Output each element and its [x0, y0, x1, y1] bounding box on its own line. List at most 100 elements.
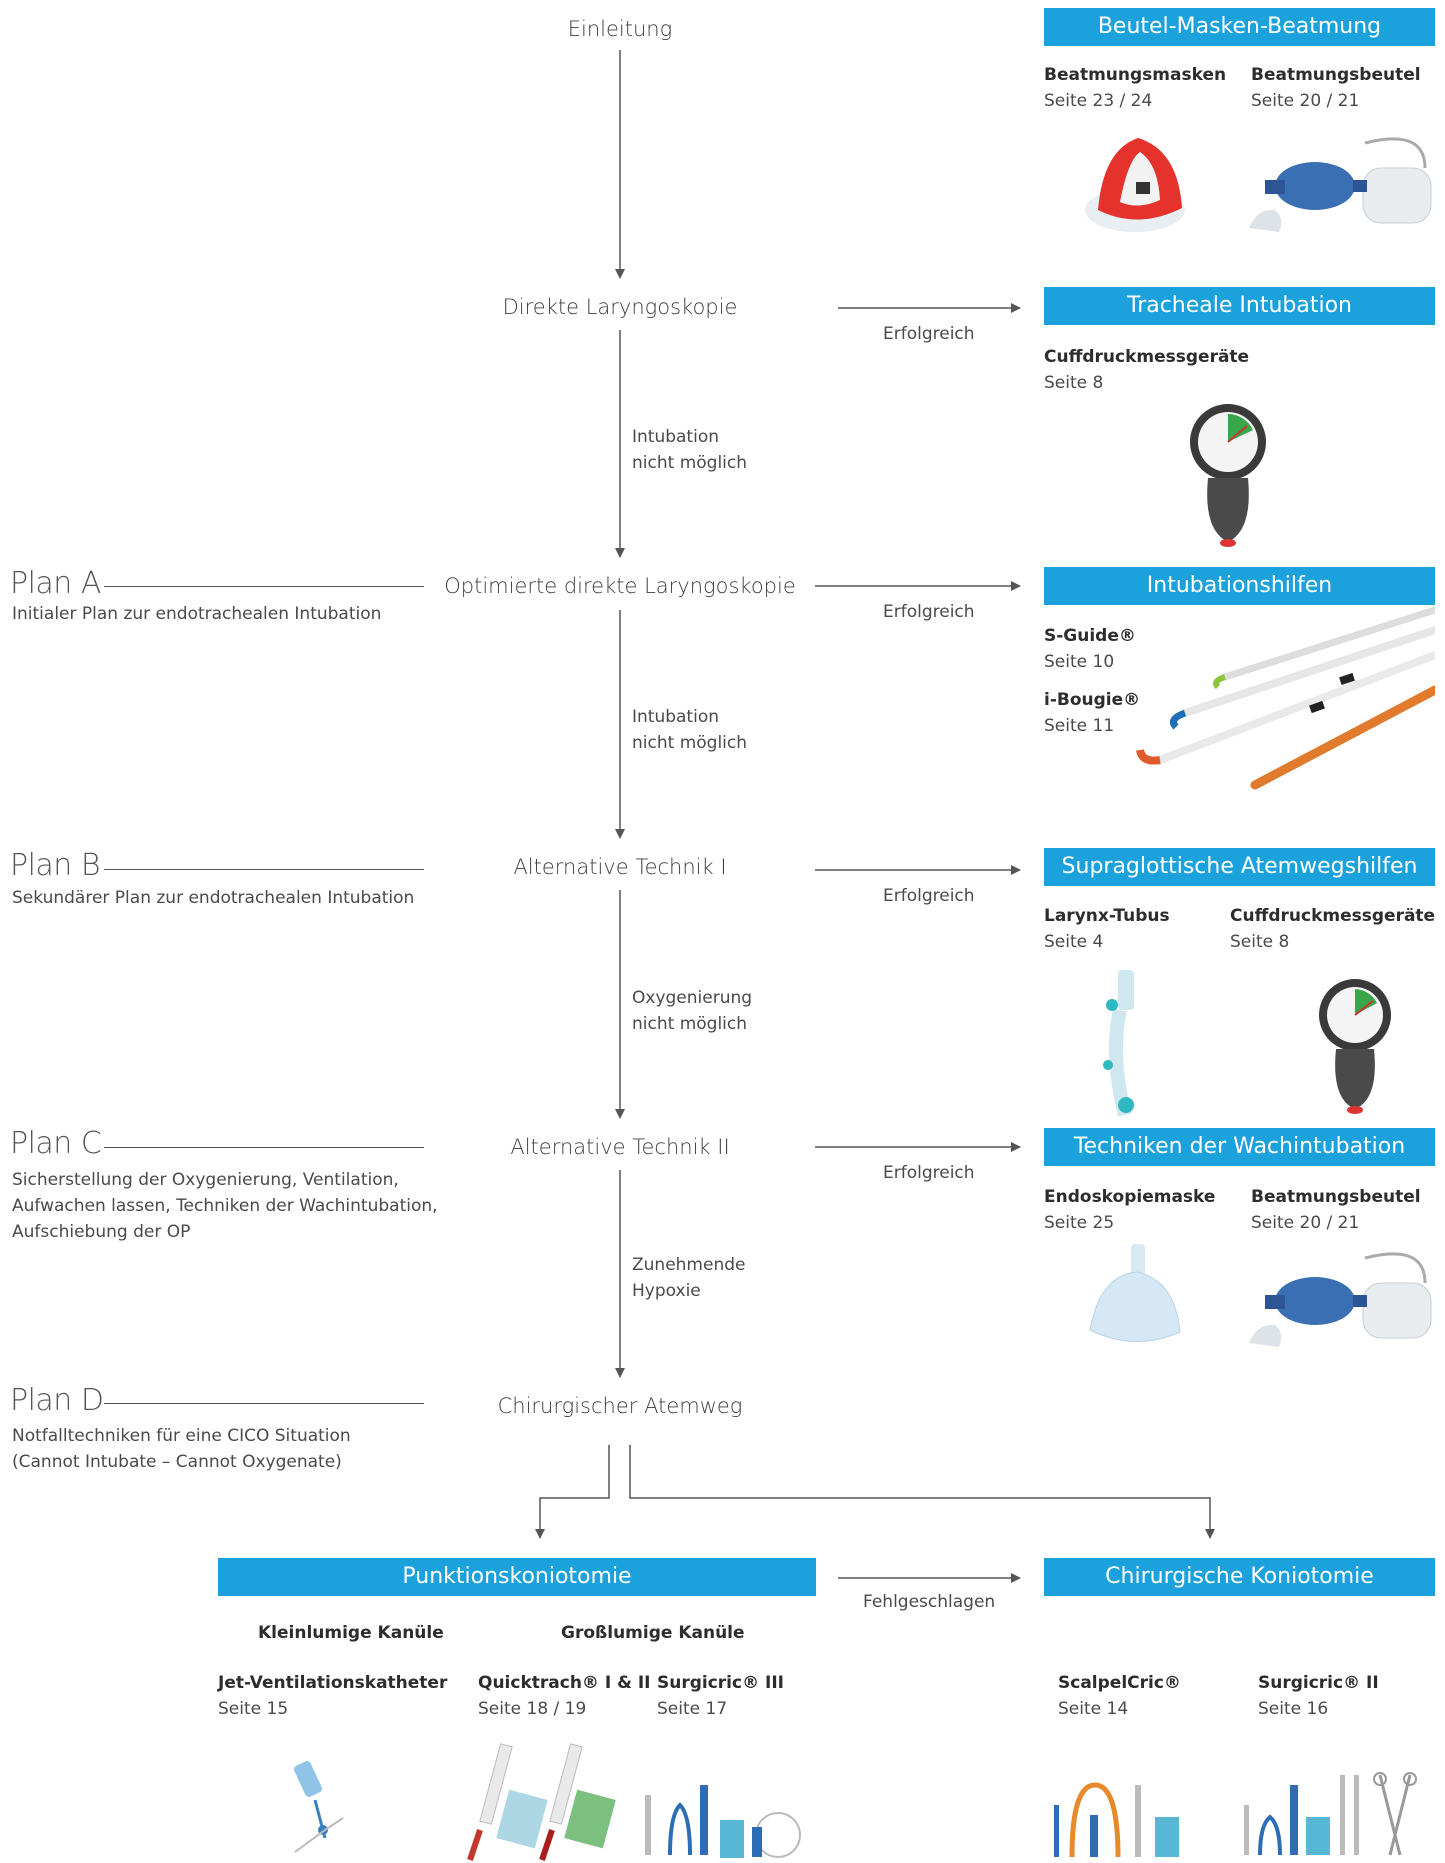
subhead-grosslumige-kanuele: Großlumige Kanüle	[561, 1623, 745, 1643]
product-beatmungsbeutel-2[interactable]: Beatmungsbeutel Seite 20 / 21	[1251, 1184, 1421, 1236]
product-page: Seite 10	[1044, 652, 1115, 672]
condition-text: Hypoxie	[632, 1281, 701, 1301]
product-name: Endoskopiemaske	[1044, 1187, 1216, 1207]
label-erfolgreich: Erfolgreich	[883, 1163, 975, 1183]
product-page: Seite 15	[218, 1699, 289, 1719]
plan-a-label: Plan A	[10, 566, 101, 601]
cuff-pressure-gauge-image	[1319, 979, 1391, 1114]
product-name: i-Bougie®	[1044, 690, 1141, 710]
product-page: Seite 14	[1058, 1699, 1129, 1719]
product-surgicric-3[interactable]: Surgicric® III Seite 17	[657, 1670, 784, 1722]
product-page: Seite 18 / 19	[478, 1699, 587, 1719]
plan-c-line	[104, 1147, 424, 1148]
label-erfolgreich: Erfolgreich	[883, 886, 975, 906]
product-page: Seite 11	[1044, 716, 1115, 736]
header-chirurgische-koniotomie: Chirurgische Koniotomie	[1044, 1558, 1435, 1596]
condition-oxygenierung: Oxygenierung nicht möglich	[632, 985, 752, 1037]
larynx-tube-image	[1103, 970, 1134, 1117]
product-jet-ventilationskatheter[interactable]: Jet-Ventilationskatheter Seite 15	[218, 1670, 447, 1722]
product-page: Seite 20 / 21	[1251, 91, 1360, 111]
product-name: Larynx-Tubus	[1044, 906, 1170, 926]
plan-c-description: Sicherstellung der Oxygenierung, Ventila…	[12, 1167, 438, 1245]
plan-c-text: Aufwachen lassen, Techniken der Wachintu…	[12, 1196, 438, 1216]
condition-text: nicht möglich	[632, 733, 748, 753]
product-name: Beatmungsbeutel	[1251, 1187, 1421, 1207]
product-name: Cuffdruckmessgeräte	[1044, 347, 1250, 367]
scalpelcric-image	[1054, 1782, 1179, 1858]
product-scalpelcric[interactable]: ScalpelCric® Seite 14	[1058, 1670, 1181, 1722]
surgicric-2-image	[1244, 1772, 1417, 1856]
step-einleitung: Einleitung	[567, 17, 673, 41]
plan-b-description: Sekundärer Plan zur endotrachealen Intub…	[12, 888, 415, 908]
product-cuffdruckmessgeraete[interactable]: Cuffdruckmessgeräte Seite 8	[1044, 344, 1249, 396]
product-beatmungsbeutel[interactable]: Beatmungsbeutel Seite 20 / 21	[1251, 62, 1421, 114]
condition-text: nicht möglich	[632, 1014, 748, 1034]
product-page: Seite 23 / 24	[1044, 91, 1153, 111]
cuff-pressure-gauge-image	[1190, 404, 1266, 547]
product-name: Beatmungsmasken	[1044, 65, 1227, 85]
intubation-aids-image	[1136, 606, 1435, 790]
product-page: Seite 20 / 21	[1251, 1213, 1360, 1233]
mask-image	[1085, 138, 1185, 232]
condition-text: nicht möglich	[632, 453, 748, 473]
label-fehlgeschlagen: Fehlgeschlagen	[863, 1592, 996, 1612]
product-surgicric-2[interactable]: Surgicric® II Seite 16	[1258, 1670, 1379, 1722]
condition-intubation-2: Intubation nicht möglich	[632, 704, 747, 756]
label-erfolgreich: Erfolgreich	[883, 602, 975, 622]
condition-text: Intubation	[632, 427, 720, 447]
header-techniken-der-wachintubation: Techniken der Wachintubation	[1044, 1128, 1435, 1166]
arrow-to-chirurgische	[629, 1445, 1215, 1539]
condition-text: Zunehmende	[632, 1255, 746, 1275]
plan-d-text: Notfalltechniken für eine CICO Situation	[12, 1426, 351, 1446]
product-page: Seite 17	[657, 1699, 728, 1719]
product-beatmungsmasken[interactable]: Beatmungsmasken Seite 23 / 24	[1044, 62, 1226, 114]
header-tracheale-intubation: Tracheale Intubation	[1044, 287, 1435, 325]
product-i-bougie[interactable]: i-Bougie® Seite 11	[1044, 687, 1140, 739]
label-erfolgreich: Erfolgreich	[883, 324, 975, 344]
product-page: Seite 16	[1258, 1699, 1329, 1719]
arrow-to-punktion	[535, 1445, 610, 1539]
plan-d-description: Notfalltechniken für eine CICO Situation…	[12, 1423, 351, 1475]
surgicric-3-image	[645, 1785, 801, 1858]
product-name: Cuffdruckmessgeräte	[1230, 906, 1436, 926]
product-name: ScalpelCric®	[1058, 1673, 1181, 1693]
quicktrach-image	[467, 1743, 616, 1861]
product-cuffdruckmessgeraete-2[interactable]: Cuffdruckmessgeräte Seite 8	[1230, 903, 1435, 955]
plan-d-line	[104, 1403, 424, 1404]
product-name: Surgicric® II	[1258, 1673, 1379, 1693]
product-larynx-tubus[interactable]: Larynx-Tubus Seite 4	[1044, 903, 1170, 955]
subhead-kleinlumige-kanuele: Kleinlumige Kanüle	[258, 1623, 444, 1643]
product-page: Seite 8	[1044, 373, 1104, 393]
plan-a-line	[104, 586, 424, 587]
product-name: S-Guide®	[1044, 626, 1136, 646]
product-page: Seite 4	[1044, 932, 1104, 952]
product-name: Quicktrach® I & II	[478, 1673, 651, 1693]
resuscitator-bag-image	[1249, 137, 1432, 232]
condition-hypoxie: Zunehmende Hypoxie	[632, 1252, 745, 1304]
product-name: Surgicric® III	[657, 1673, 784, 1693]
product-quicktrach[interactable]: Quicktrach® I & II Seite 18 / 19	[478, 1670, 650, 1722]
step-alternative-technik-1: Alternative Technik I	[513, 855, 727, 879]
header-beutel-masken-beatmung: Beutel-Masken-Beatmung	[1044, 8, 1435, 46]
step-chirurgischer-atemweg: Chirurgischer Atemweg	[497, 1394, 743, 1418]
resuscitator-bag-image	[1249, 1252, 1432, 1347]
product-endoskopiemaske[interactable]: Endoskopiemaske Seite 25	[1044, 1184, 1215, 1236]
jet-catheter-image	[293, 1761, 344, 1853]
product-page: Seite 25	[1044, 1213, 1115, 1233]
plan-d-label: Plan D	[10, 1383, 104, 1418]
plan-c-text: Sicherstellung der Oxygenierung, Ventila…	[12, 1170, 399, 1190]
header-punktionskoniotomie: Punktionskoniotomie	[218, 1558, 816, 1596]
plan-d-text: (Cannot Intubate – Cannot Oxygenate)	[12, 1452, 342, 1472]
product-s-guide[interactable]: S-Guide® Seite 10	[1044, 623, 1136, 675]
plan-a-description: Initialer Plan zur endotrachealen Intuba…	[12, 604, 382, 624]
step-direkte-laryngoskopie: Direkte Laryngoskopie	[502, 295, 738, 319]
condition-text: Oxygenierung	[632, 988, 753, 1008]
header-supraglottische-atemwegshilfen: Supraglottische Atemwegshilfen	[1044, 848, 1435, 886]
condition-intubation-1: Intubation nicht möglich	[632, 424, 747, 476]
product-name: Beatmungsbeutel	[1251, 65, 1421, 85]
plan-b-label: Plan B	[10, 848, 101, 883]
product-page: Seite 8	[1230, 932, 1290, 952]
endoscopy-mask-image	[1089, 1244, 1181, 1342]
header-intubationshilfen: Intubationshilfen	[1044, 567, 1435, 605]
